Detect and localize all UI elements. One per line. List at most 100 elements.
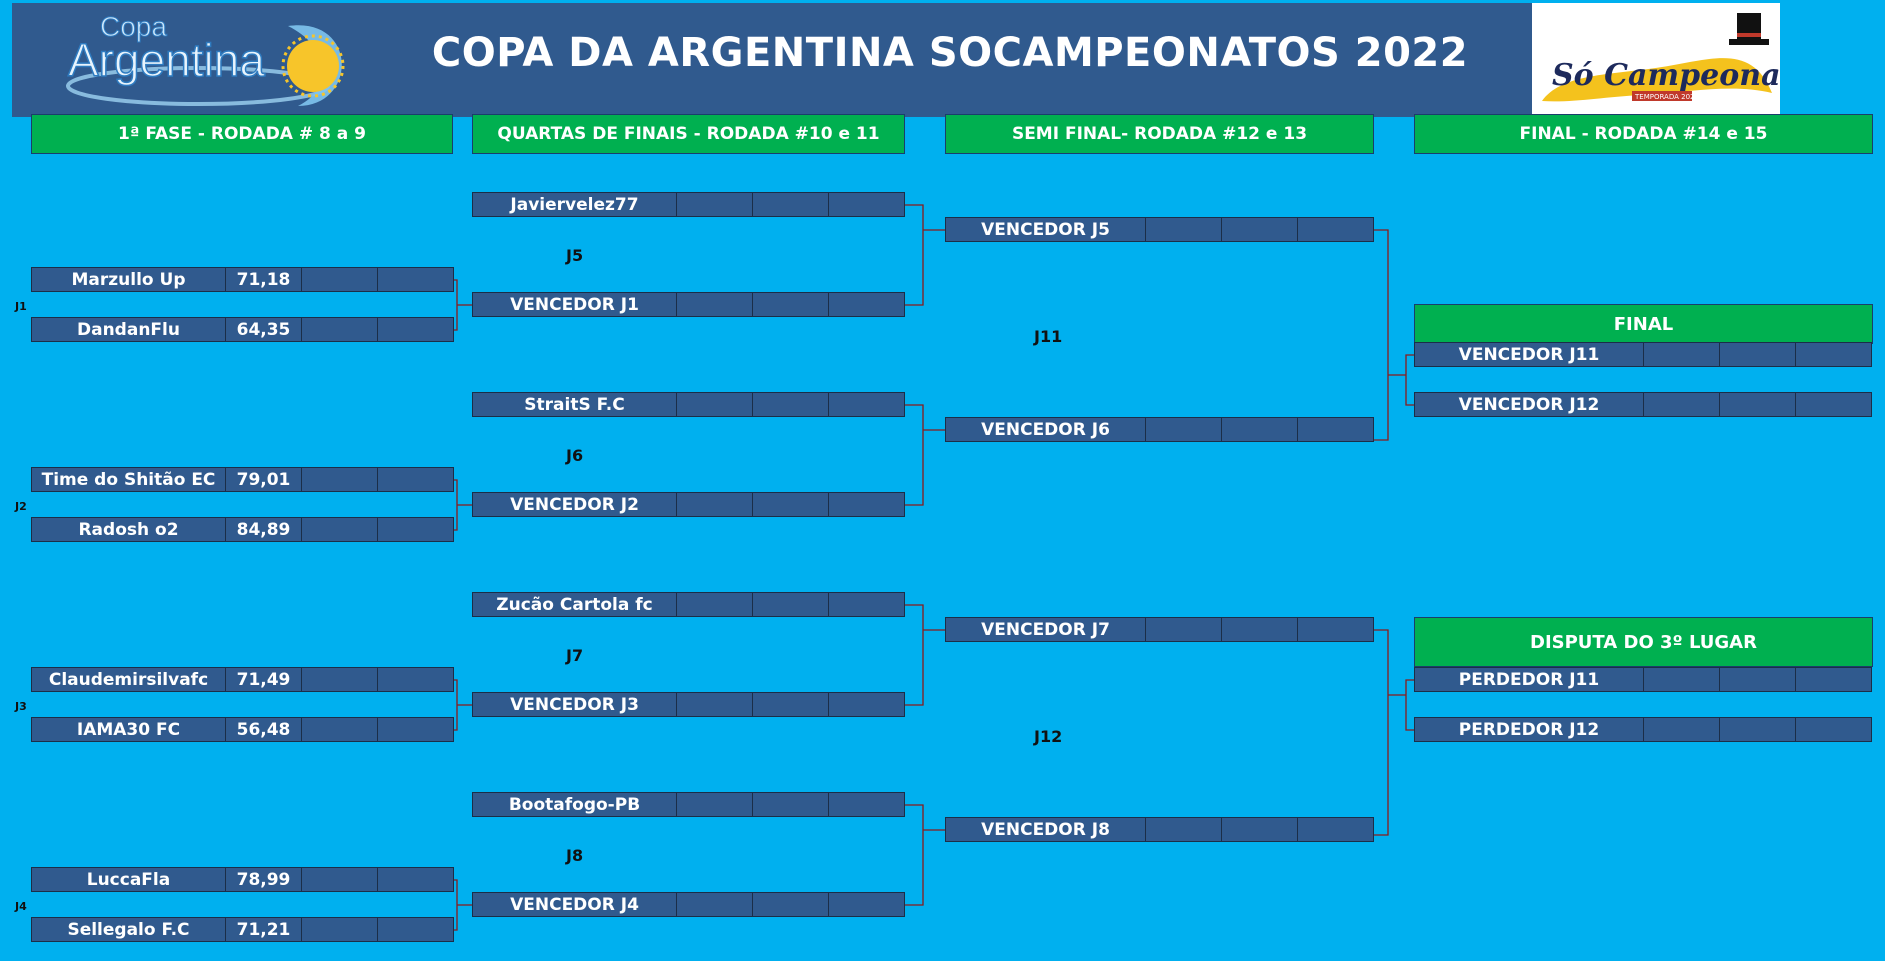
team-score: 64,35 (225, 317, 302, 342)
score-cell (1297, 817, 1374, 842)
score-cell (1795, 717, 1872, 742)
logo-temporada-text: TEMPORADA 2022 (1634, 93, 1699, 101)
score-cell (1221, 217, 1298, 242)
team-score: 84,89 (225, 517, 302, 542)
team-name: VENCEDOR J8 (945, 817, 1146, 842)
score-cell (301, 317, 378, 342)
score-cell (1221, 417, 1298, 442)
team-row: Bootafogo-PB (472, 792, 905, 817)
team-row: Javiervelez77 (472, 192, 905, 217)
score-cell (377, 867, 454, 892)
team-row: Claudemirsilvafc 71,49 (31, 667, 454, 692)
score-cell (752, 892, 829, 917)
team-name: Bootafogo-PB (472, 792, 677, 817)
team-name: PERDEDOR J12 (1414, 717, 1644, 742)
score-cell (1795, 392, 1872, 417)
score-cell (377, 267, 454, 292)
team-name: Time do Shitão EC (31, 467, 226, 492)
team-name: Claudemirsilvafc (31, 667, 226, 692)
score-cell (752, 492, 829, 517)
match-label-j6: J6 (566, 446, 584, 465)
phase-header-1: 1ª FASE - RODADA # 8 a 9 (31, 114, 453, 154)
score-cell (828, 592, 905, 617)
score-cell (752, 192, 829, 217)
team-score: 71,49 (225, 667, 302, 692)
team-row: VENCEDOR J12 (1414, 392, 1872, 417)
score-cell (1719, 342, 1796, 367)
team-name: VENCEDOR J5 (945, 217, 1146, 242)
team-name: Radosh o2 (31, 517, 226, 542)
team-row: VENCEDOR J3 (472, 692, 905, 717)
score-cell (1297, 617, 1374, 642)
team-row: Zucão Cartola fc (472, 592, 905, 617)
team-row: LuccaFla 78,99 (31, 867, 454, 892)
score-cell (676, 892, 753, 917)
score-cell (828, 192, 905, 217)
match-label-j12: J12 (1034, 727, 1063, 746)
match-label-j4: J4 (15, 900, 27, 913)
final-header: FINAL (1414, 304, 1873, 344)
score-cell (676, 492, 753, 517)
score-cell (752, 292, 829, 317)
score-cell (1719, 392, 1796, 417)
match-label-j2: J2 (15, 500, 27, 513)
score-cell (1145, 817, 1222, 842)
logo-copa-text: Copa (100, 11, 167, 42)
score-cell (1145, 617, 1222, 642)
score-cell (377, 467, 454, 492)
score-cell (676, 692, 753, 717)
team-name: VENCEDOR J1 (472, 292, 677, 317)
score-cell (752, 592, 829, 617)
team-name: VENCEDOR J7 (945, 617, 1146, 642)
score-cell (1145, 417, 1222, 442)
team-score: 78,99 (225, 867, 302, 892)
score-cell (1719, 667, 1796, 692)
score-cell (301, 917, 378, 942)
score-cell (752, 392, 829, 417)
score-cell (301, 667, 378, 692)
team-name: IAMA30 FC (31, 717, 226, 742)
match-label-j1: J1 (15, 300, 27, 313)
score-cell (676, 792, 753, 817)
score-cell (301, 867, 378, 892)
page-title: COPA DA ARGENTINA SOCAMPEONATOS 2022 (431, 30, 1469, 76)
score-cell (1145, 217, 1222, 242)
score-cell (828, 492, 905, 517)
team-score: 71,21 (225, 917, 302, 942)
match-label-j5: J5 (566, 246, 584, 265)
team-row: VENCEDOR J11 (1414, 342, 1872, 367)
team-name: DandanFlu (31, 317, 226, 342)
score-cell (828, 292, 905, 317)
team-row: Radosh o2 84,89 (31, 517, 454, 542)
team-row: VENCEDOR J6 (945, 417, 1374, 442)
score-cell (301, 517, 378, 542)
score-cell (1795, 342, 1872, 367)
score-cell (676, 192, 753, 217)
score-cell (301, 717, 378, 742)
score-cell (1643, 667, 1720, 692)
score-cell (1643, 342, 1720, 367)
team-score: 56,48 (225, 717, 302, 742)
score-cell (1643, 392, 1720, 417)
score-cell (1297, 217, 1374, 242)
team-row: Time do Shitão EC 79,01 (31, 467, 454, 492)
score-cell (676, 392, 753, 417)
score-cell (1643, 717, 1720, 742)
score-cell (301, 467, 378, 492)
score-cell (1795, 667, 1872, 692)
team-row: VENCEDOR J4 (472, 892, 905, 917)
team-name: Zucão Cartola fc (472, 592, 677, 617)
team-name: StraitS F.C (472, 392, 677, 417)
team-row: Marzullo Up 71,18 (31, 267, 454, 292)
score-cell (828, 892, 905, 917)
team-row: PERDEDOR J12 (1414, 717, 1872, 742)
score-cell (377, 667, 454, 692)
score-cell (752, 792, 829, 817)
score-cell (301, 267, 378, 292)
match-label-j3: J3 (15, 700, 27, 713)
copa-argentina-logo: Copa Argentina (58, 6, 378, 114)
team-row: VENCEDOR J8 (945, 817, 1374, 842)
match-label-j7: J7 (566, 646, 584, 665)
team-row: Sellegalo F.C 71,21 (31, 917, 454, 942)
logo-argentina-text: Argentina (68, 34, 265, 86)
